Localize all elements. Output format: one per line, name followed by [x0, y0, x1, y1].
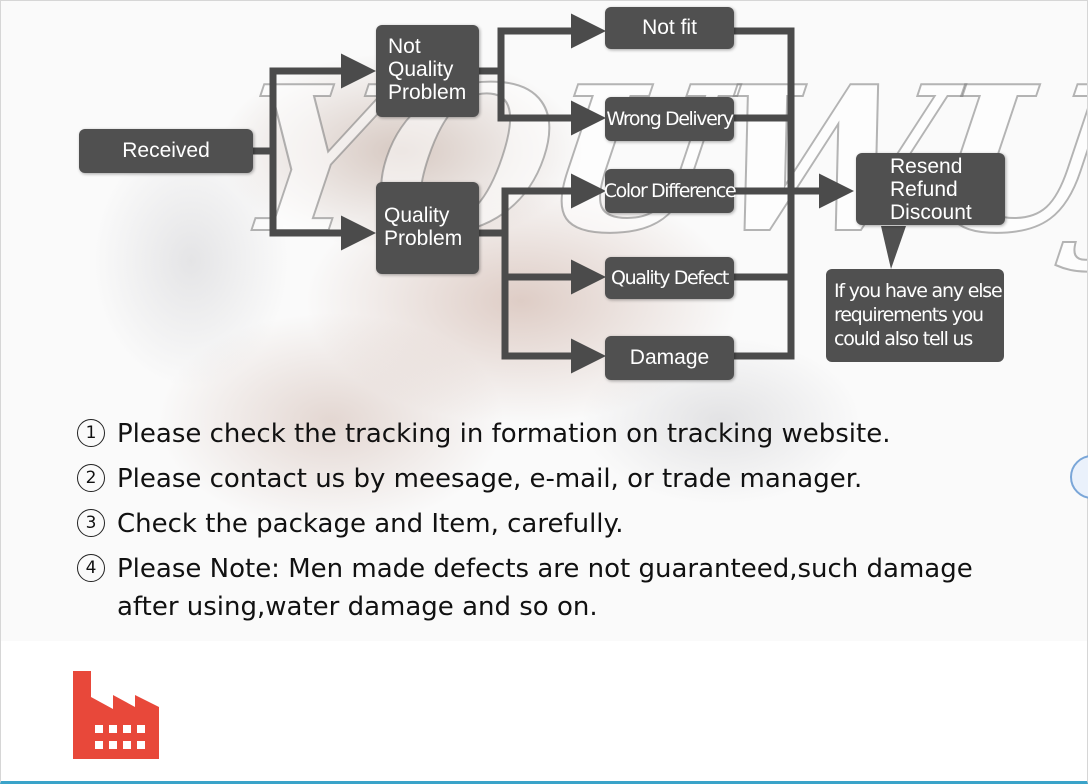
- instruction-item: 2 Please contact us by meesage, e-mail, …: [77, 460, 1037, 498]
- instructions-list: 1 Please check the tracking in formation…: [77, 415, 1037, 633]
- wrong-delivery-box: Wrong Delivery: [605, 97, 734, 141]
- factory-icon: [71, 671, 161, 761]
- received-box: Received: [79, 129, 253, 173]
- step-number-badge: 4: [77, 554, 105, 582]
- color-difference-box: Color Difference: [605, 169, 734, 213]
- step-number-badge: 1: [77, 419, 105, 447]
- instruction-item: 4 Please Note: Men made defects are not …: [77, 550, 1037, 626]
- instruction-text: Please check the tracking in formation o…: [117, 419, 890, 449]
- step-number-badge: 3: [77, 509, 105, 537]
- instruction-text: Please contact us by meesage, e-mail, or…: [117, 464, 862, 494]
- instruction-item: 1 Please check the tracking in formation…: [77, 415, 1037, 453]
- quality-problem-box: Quality Problem: [376, 182, 479, 274]
- quality-defect-box: Quality Defect: [605, 257, 734, 299]
- requirements-note: If you have any else requirements you co…: [826, 269, 1004, 362]
- instruction-text: Please Note: Men made defects are not gu…: [117, 554, 973, 622]
- instruction-text: Check the package and Item, carefully.: [117, 509, 623, 539]
- instruction-item: 3 Check the package and Item, carefully.: [77, 505, 1037, 543]
- step-number-badge: 2: [77, 464, 105, 492]
- not-quality-problem-box: Not Quality Problem: [376, 25, 479, 117]
- outcome-box: Resend Refund Discount: [856, 153, 1005, 225]
- damage-box: Damage: [605, 336, 734, 380]
- not-fit-box: Not fit: [605, 7, 734, 49]
